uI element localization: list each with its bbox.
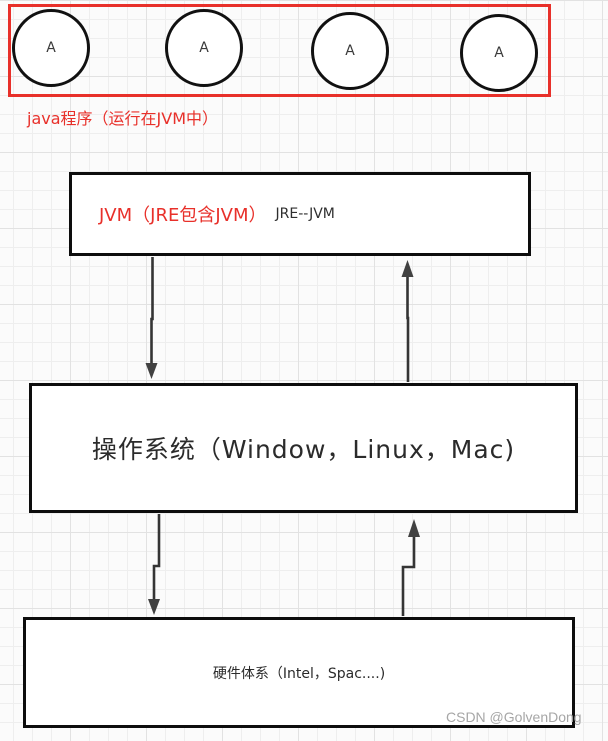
- java-programs-caption: java程序（运行在JVM中）: [27, 109, 218, 128]
- java-program-circle-1: A: [12, 9, 90, 87]
- os-node: 操作系统（Window，Linux，Mac): [29, 383, 578, 513]
- hardware-node-label: 硬件体系（Intel，Spac....): [212, 665, 386, 682]
- arrow-hardware-to-os: [401, 519, 420, 616]
- java-program-circle-4-label: A: [494, 45, 504, 61]
- java-program-circle-2: A: [165, 9, 243, 87]
- arrow-jvm-to-os: [145, 257, 158, 379]
- java-program-circle-1-label: A: [46, 40, 56, 56]
- os-node-label: 操作系统（Window，Linux，Mac): [91, 435, 516, 464]
- jvm-node-title-black: JRE--JVM: [275, 206, 335, 222]
- csdn-watermark: CSDN @GolvenDong: [446, 709, 582, 725]
- java-program-circle-2-label: A: [199, 40, 209, 56]
- jvm-node: JVM（JRE包含JVM） JRE--JVM: [69, 172, 531, 256]
- hardware-node: 硬件体系（Intel，Spac....): [23, 617, 575, 728]
- java-program-circle-3-label: A: [345, 43, 355, 59]
- jvm-node-title-red: JVM（JRE包含JVM）: [99, 205, 267, 226]
- arrow-os-to-jvm: [401, 260, 414, 382]
- arrow-os-to-hardware: [148, 514, 161, 615]
- java-program-circle-3: A: [311, 12, 389, 90]
- java-program-circle-4: A: [460, 14, 538, 92]
- java-programs-group-box: [8, 4, 551, 97]
